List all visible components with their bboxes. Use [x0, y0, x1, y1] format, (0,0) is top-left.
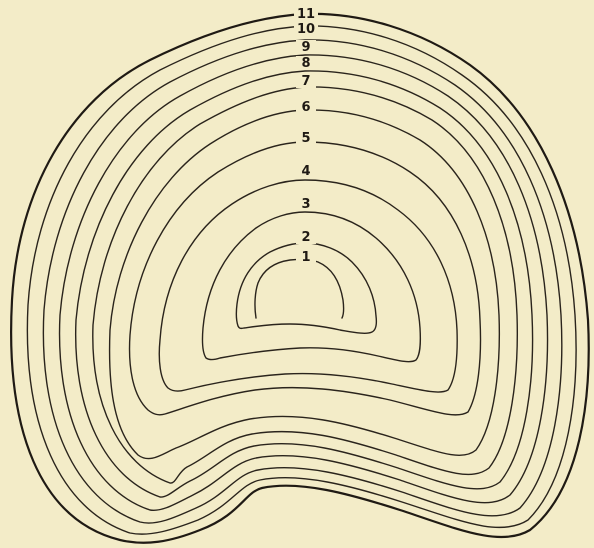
ring-label-11: 11 — [297, 7, 315, 22]
ring-label-10: 10 — [297, 22, 315, 37]
ring-label-4: 4 — [301, 164, 310, 179]
ring-label-5: 5 — [301, 131, 310, 146]
ring-label-9: 9 — [301, 40, 310, 55]
ring-label-6: 6 — [301, 100, 310, 115]
ring-label-8: 8 — [301, 56, 310, 71]
ring-label-3: 3 — [301, 197, 310, 212]
ring-label-7: 7 — [301, 74, 310, 89]
ring-label-1: 1 — [301, 250, 310, 265]
ring-label-2: 2 — [301, 230, 310, 245]
